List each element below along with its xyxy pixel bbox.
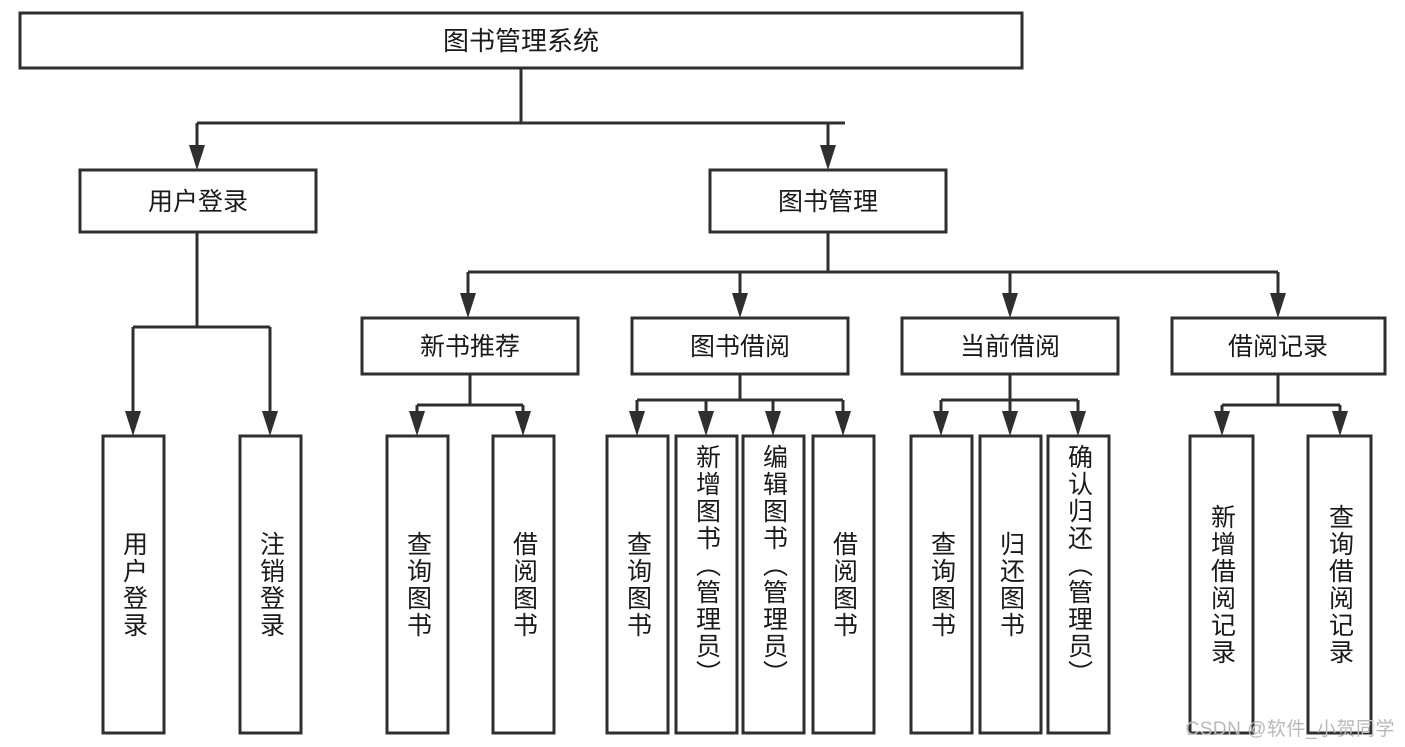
node-borrow-record-label: 借阅记录	[1228, 333, 1328, 361]
arrow-head-borrow-record	[1270, 293, 1286, 318]
leaf-user-login-box[interactable]	[101, 434, 166, 735]
node-root[interactable]: 图书管理系统	[18, 11, 1024, 70]
leaf-edit-book-box[interactable]	[741, 434, 806, 735]
node-user-login[interactable]: 用户登录	[78, 168, 318, 234]
arrow-head-leaf-logout-login	[262, 411, 278, 436]
node-root-box[interactable]	[18, 11, 1024, 70]
arrow-head-leaf-add-record	[1214, 411, 1230, 436]
arrow-head-leaf-edit-book	[765, 411, 781, 436]
leaf-query-record-box[interactable]	[1306, 434, 1373, 735]
connectors-group	[125, 68, 1348, 436]
node-current-borrow-label: 当前借阅	[960, 333, 1060, 361]
node-book-borrow[interactable]: 图书借阅	[630, 316, 850, 376]
leaf-add-record-box[interactable]	[1188, 434, 1255, 735]
leaf-query-book-3-box[interactable]	[909, 434, 974, 735]
node-book-management-label: 图书管理	[778, 188, 878, 216]
arrow-head-leaf-borrow-book-1	[515, 411, 531, 436]
arrow-head-leaf-confirm-return	[1070, 411, 1086, 436]
node-user-login-box[interactable]	[78, 168, 318, 234]
arrow-head-leaf-add-book	[698, 411, 714, 436]
leaf-add-book-box[interactable]	[674, 434, 739, 735]
arrow-head-new-book-recommend	[460, 293, 476, 318]
leaf-query-book-1-box[interactable]	[385, 434, 450, 735]
leaf-confirm-return-box[interactable]	[1046, 434, 1111, 735]
arrow-head-current-borrow	[1002, 293, 1018, 318]
node-borrow-record-box[interactable]	[1170, 316, 1387, 376]
arrow-head-leaf-query-record	[1332, 411, 1348, 436]
leaf-borrow-book-1-box[interactable]	[491, 434, 556, 735]
arrow-head-user-login	[189, 145, 205, 170]
node-root-label: 图书管理系统	[443, 26, 599, 56]
node-new-book-recommend-label: 新书推荐	[420, 333, 520, 361]
leaf-logout-login-box[interactable]	[238, 434, 303, 735]
node-user-login-label: 用户登录	[148, 188, 248, 216]
node-new-book-recommend-box[interactable]	[360, 316, 580, 376]
csdn-watermark: CSDN @软件_小贺同学	[1185, 719, 1395, 740]
arrow-head-leaf-user-login	[125, 411, 141, 436]
node-new-book-recommend[interactable]: 新书推荐	[360, 316, 580, 376]
leaf-return-book-box[interactable]	[978, 434, 1043, 735]
arrow-head-leaf-query-book-3	[933, 411, 949, 436]
node-book-management[interactable]: 图书管理	[708, 168, 948, 234]
arrow-head-leaf-return-book	[1002, 411, 1018, 436]
node-book-borrow-box[interactable]	[630, 316, 850, 376]
node-book-borrow-label: 图书借阅	[690, 333, 790, 361]
node-current-borrow-box[interactable]	[900, 316, 1120, 376]
node-book-management-box[interactable]	[708, 168, 948, 234]
node-current-borrow[interactable]: 当前借阅	[900, 316, 1120, 376]
leaf-boxes-group	[101, 434, 1373, 735]
node-borrow-record[interactable]: 借阅记录	[1170, 316, 1387, 376]
arrow-head-leaf-query-book-2	[629, 411, 645, 436]
arrow-head-book-borrow	[732, 293, 748, 318]
arrow-head-leaf-query-book-1	[409, 411, 425, 436]
leaf-query-book-2-box[interactable]	[605, 434, 670, 735]
leaf-borrow-book-2-box[interactable]	[811, 434, 876, 735]
arrow-head-book-management	[820, 145, 836, 170]
arrow-head-leaf-borrow-book-2	[835, 411, 851, 436]
